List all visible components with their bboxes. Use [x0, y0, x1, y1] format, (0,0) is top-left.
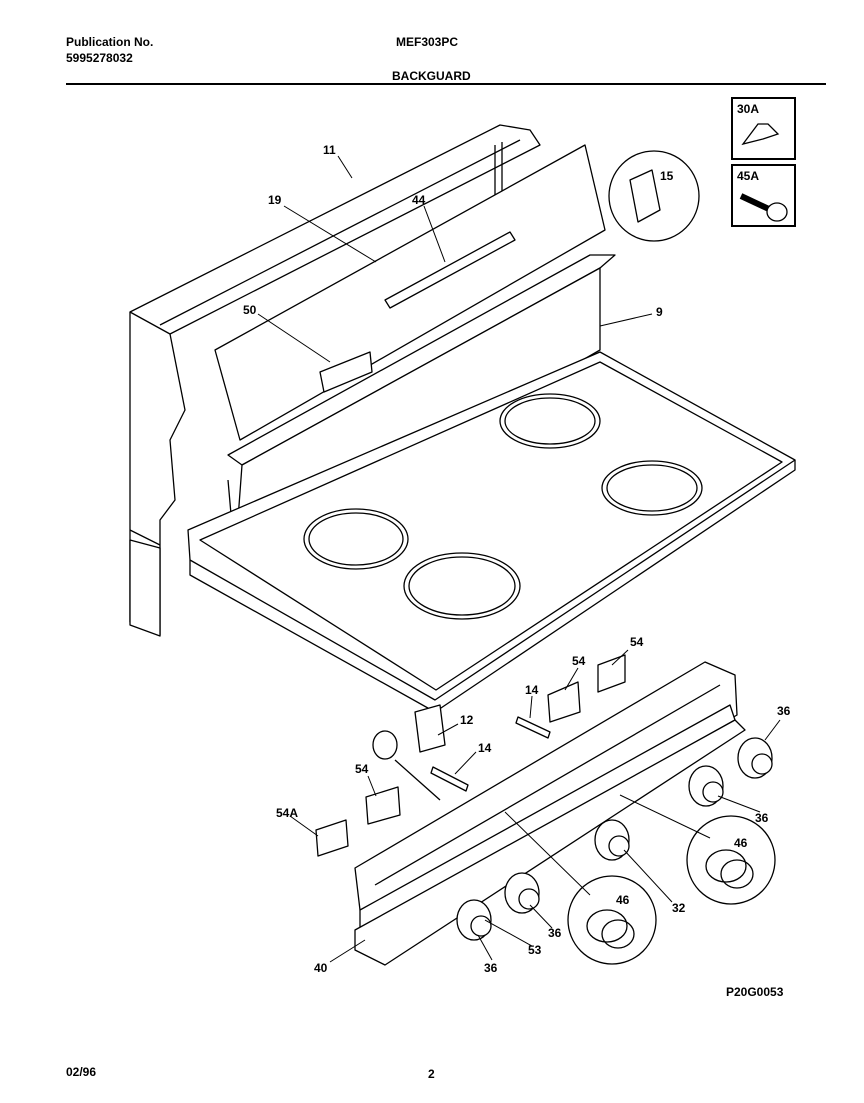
callout-11: 11 — [323, 143, 336, 157]
callout-54-top-right: 54 — [630, 635, 644, 649]
inset-30A: 30A — [731, 97, 796, 160]
inset-45A-label: 45A — [737, 169, 760, 183]
callout-32: 32 — [672, 901, 686, 915]
callout-36-bottom: 36 — [484, 961, 498, 975]
screw-icon — [739, 193, 788, 222]
callout-36-mid-right: 36 — [755, 811, 769, 825]
callout-53: 53 — [528, 943, 542, 957]
footer-date: 02/96 — [66, 1065, 97, 1079]
model-number: MEF303PC — [396, 35, 459, 49]
callout-54-left: 54 — [355, 762, 369, 776]
callout-36-right: 36 — [777, 704, 791, 718]
inset-30A-label: 30A — [737, 102, 760, 116]
callout-9: 9 — [656, 305, 663, 319]
page-number: 2 — [428, 1067, 435, 1081]
control-panel — [354, 661, 746, 966]
callout-50: 50 — [243, 303, 257, 317]
publication-number: 5995278032 — [66, 51, 133, 65]
callout-46-right: 46 — [734, 836, 748, 850]
callout-14-upper: 14 — [525, 683, 539, 697]
clip-icon — [741, 123, 780, 146]
leader-lines — [257, 155, 781, 963]
figure-code: P20G0053 — [726, 985, 784, 999]
callout-40: 40 — [314, 961, 328, 975]
switches — [315, 654, 626, 857]
bracket-detail-circle — [608, 150, 700, 242]
callout-15: 15 — [660, 169, 674, 183]
callout-12: 12 — [460, 713, 474, 727]
infinite-switch — [372, 704, 446, 801]
publication-label: Publication No. — [66, 35, 154, 49]
callout-14-lower: 14 — [478, 741, 492, 755]
indicator-lamps — [430, 716, 551, 792]
callout-54-top: 54 — [572, 654, 586, 668]
cooktop — [187, 351, 796, 713]
callout-44: 44 — [412, 193, 426, 207]
callout-54A: 54A — [276, 806, 299, 820]
callout-19: 19 — [268, 193, 282, 207]
backguard-panel — [214, 144, 606, 441]
knobs — [456, 737, 773, 941]
knob-detail-circles — [567, 815, 776, 965]
section-title: BACKGUARD — [392, 69, 471, 83]
callout-36-mid: 36 — [548, 926, 562, 940]
inset-45A: 45A — [731, 164, 796, 227]
callout-46-left: 46 — [616, 893, 630, 907]
